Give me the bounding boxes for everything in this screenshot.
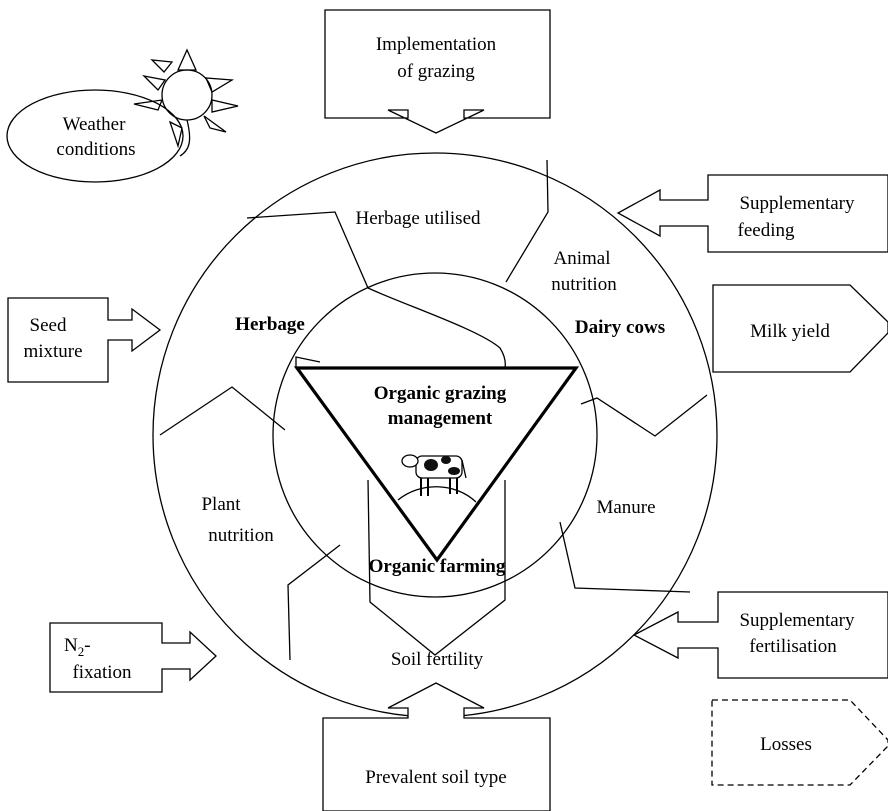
weather-label-line2: conditions: [56, 139, 135, 160]
boundary-left: [159, 386, 286, 436]
grazing-label-line2: of grazing: [397, 61, 475, 82]
outer-circle: [152, 152, 718, 718]
n2-suffix: -: [84, 635, 90, 656]
label-soil-fertility: Soil fertility: [391, 649, 484, 670]
center-triangle: [293, 366, 580, 563]
weather-conditions-ellipse: [6, 89, 184, 183]
grazing-label-line1: Implementation: [376, 34, 497, 55]
label-animal-nutrition-1: Animal: [554, 248, 611, 269]
soil-type-input-arrow: [322, 682, 551, 811]
supp-feeding-line1: Supplementary: [739, 193, 855, 214]
soil-type-label: Prevalent soil type: [365, 767, 506, 788]
n2-fixation-arrow: [49, 622, 217, 693]
milk-yield-label: Milk yield: [750, 321, 830, 342]
label-plant-nutrition-2: nutrition: [208, 525, 274, 546]
weather-label-line1: Weather: [63, 114, 126, 135]
supp-feeding-line2: feeding: [738, 220, 795, 241]
inner-circle: [272, 272, 598, 598]
losses-label: Losses: [760, 734, 812, 755]
label-manure: Manure: [596, 497, 655, 518]
boundary-herbage-top: [246, 211, 506, 369]
boundary-manure: [559, 521, 691, 593]
supp-fert-line1: Supplementary: [739, 610, 855, 631]
sun-icon: [133, 48, 239, 157]
supplementary-feeding-arrow: [616, 174, 888, 253]
label-herbage-utilised: Herbage utilised: [355, 208, 481, 229]
ring-label: Organic farming: [369, 556, 506, 577]
n2-subscript: 2: [78, 644, 85, 659]
supplementary-fertilisation-arrow: [632, 591, 888, 679]
seed-line2: mixture: [23, 341, 82, 362]
n2-label-line2: fixation: [72, 662, 132, 683]
grazing-input-arrow: [324, 9, 551, 134]
label-plant-nutrition-1: Plant: [201, 494, 241, 515]
supp-fert-line2: fertilisation: [749, 636, 837, 657]
boundary-triangle-left: [295, 356, 321, 368]
cow-icon: [397, 454, 477, 503]
n2-prefix: N: [64, 635, 78, 656]
boundary-top-right: [505, 159, 549, 283]
losses-output: [711, 699, 888, 786]
center-title-line2: management: [388, 408, 493, 429]
boundary-right: [580, 394, 708, 437]
seed-line1: Seed: [30, 315, 67, 336]
milk-yield-output: [712, 284, 888, 373]
n2-label-line1: N2-: [64, 635, 91, 659]
label-animal-nutrition-2: nutrition: [551, 274, 617, 295]
label-dairy-cows: Dairy cows: [575, 317, 665, 338]
center-title-line1: Organic grazing: [374, 383, 507, 404]
seed-mixture-arrow: [7, 297, 162, 383]
boundary-bottom: [287, 544, 341, 661]
boundary-inner-left: [367, 479, 506, 656]
label-herbage: Herbage: [235, 314, 305, 335]
